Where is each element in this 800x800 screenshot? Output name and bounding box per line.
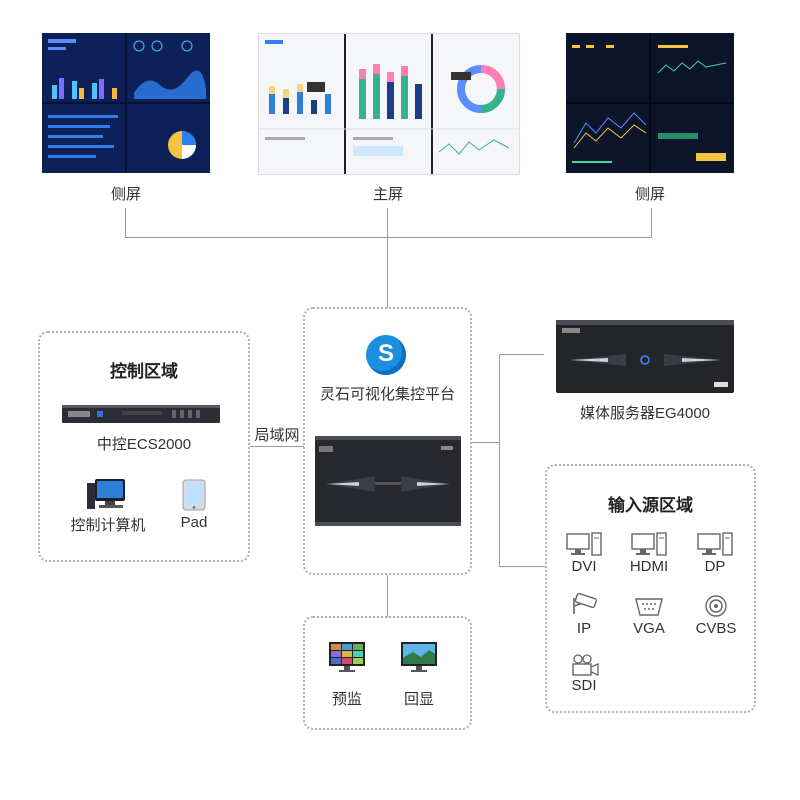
hdmi-pc-icon (631, 532, 667, 556)
cvbs-port-icon (705, 595, 727, 617)
right-dashboard-graphic (566, 33, 734, 173)
main-screen-label: 主屏 (372, 186, 403, 203)
monitor-connector (387, 575, 388, 617)
platform-name: 灵石可视化集控平台 (319, 386, 455, 403)
dvi-pc-icon (566, 532, 602, 556)
monitor-zone-box (303, 616, 472, 730)
left-screen-connector (125, 208, 126, 238)
media-server-label: 媒体服务器EG4000 (579, 405, 711, 422)
control-zone-title: 控制区域 (110, 362, 178, 381)
media-server-icon (556, 320, 734, 393)
input-zone-title: 输入源区域 (608, 496, 693, 515)
main-screen-connector (387, 208, 388, 308)
preview-monitor-icon (329, 642, 365, 672)
left-dashboard-graphic (42, 33, 210, 173)
vga-label: VGA (633, 620, 665, 637)
right-connector-vertical (499, 354, 500, 567)
control-computer-label: 控制计算机 (70, 517, 146, 534)
echo-label: 回显 (403, 691, 434, 708)
dp-label: DP (704, 558, 726, 575)
right-connector-horizontal (472, 442, 499, 443)
main-dashboard-graphic (259, 34, 519, 174)
splicing-processor-icon (315, 436, 461, 526)
hdmi-label: HDMI (629, 558, 669, 575)
right-side-screen (566, 33, 734, 173)
dp-pc-icon (697, 532, 733, 556)
platform-logo: S (366, 335, 406, 375)
pad-label: Pad (180, 514, 208, 531)
right-screen-label: 侧屏 (634, 186, 665, 203)
screens-connector-horizontal (125, 237, 651, 238)
ecs2000-device-icon (62, 403, 220, 425)
lan-connector (250, 446, 304, 447)
cvbs-label: CVBS (695, 620, 737, 637)
preview-label: 预监 (331, 691, 362, 708)
left-screen-label: 侧屏 (110, 186, 141, 203)
lan-label: 局域网 (254, 427, 300, 444)
input-zone-box (545, 464, 756, 713)
right-screen-connector (651, 208, 652, 238)
computer-icon (87, 477, 129, 511)
ip-camera-icon (573, 592, 597, 614)
platform-logo-letter: S (377, 340, 394, 367)
ip-label: IP (576, 620, 592, 637)
main-screen (258, 33, 520, 175)
platform-box (303, 307, 472, 575)
vga-port-icon (635, 598, 663, 616)
dvi-label: DVI (571, 558, 597, 575)
left-side-screen (42, 33, 210, 173)
echo-monitor-icon (401, 642, 437, 672)
video-camera-icon (572, 654, 599, 676)
input-zone-connector (499, 566, 545, 567)
sdi-label: SDI (571, 677, 597, 694)
media-server-connector (499, 354, 544, 355)
pad-icon (181, 478, 207, 512)
control-zone-box (38, 331, 250, 562)
ecs2000-label: 中控ECS2000 (96, 436, 192, 453)
